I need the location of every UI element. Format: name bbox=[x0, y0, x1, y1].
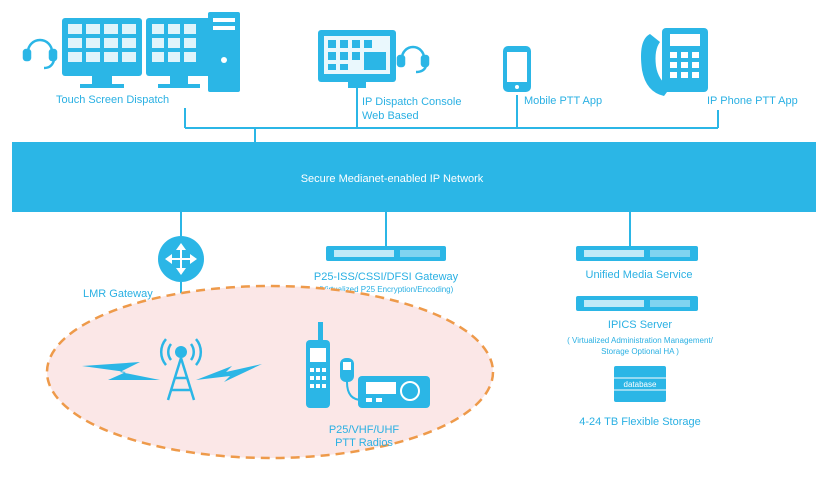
desktop-tower-icon bbox=[208, 12, 240, 92]
database-icon-label: database bbox=[624, 380, 657, 389]
unified-media-service-label: Unified Media Service bbox=[586, 269, 693, 281]
radio-zone: P25/VHF/UHF PTT Radios bbox=[45, 284, 495, 460]
p25-gateway-label: P25-ISS/CSSI/DFSI Gateway bbox=[314, 271, 459, 283]
mobile-radio-icon bbox=[340, 358, 430, 408]
ip-dispatch-console-label-1: IP Dispatch Console bbox=[362, 96, 461, 108]
mobile-ptt-app: Mobile PTT App bbox=[503, 46, 602, 107]
handheld-radio-icon bbox=[306, 322, 330, 408]
ptt-radios-label-2: PTT Radios bbox=[335, 437, 393, 449]
router-icon bbox=[158, 236, 204, 282]
flexible-storage: database 4-24 TB Flexible Storage bbox=[579, 366, 701, 428]
ip-phone-ptt-app-label: IP Phone PTT App bbox=[707, 95, 798, 107]
ip-network-label: Secure Medianet-enabled IP Network bbox=[301, 173, 484, 185]
lightning-icon bbox=[196, 364, 262, 382]
touch-screen-dispatch-label: Touch Screen Dispatch bbox=[56, 94, 169, 106]
server-rack-icon bbox=[576, 246, 698, 261]
ipics-server-label: IPICS Server bbox=[608, 319, 673, 331]
lmr-gateway: LMR Gateway bbox=[83, 236, 204, 300]
top-connectors bbox=[184, 88, 719, 142]
radio-zone-ellipse bbox=[45, 284, 495, 460]
monitor-icon bbox=[146, 18, 212, 88]
smartphone-icon bbox=[503, 46, 531, 92]
p25-gateway-sublabel: (Virtualized P25 Encryption/Encoding) bbox=[319, 285, 454, 294]
ip-network-band bbox=[12, 142, 816, 212]
ipics-server: IPICS Server ( Virtualized Administratio… bbox=[567, 296, 714, 356]
database-icon: database bbox=[614, 366, 666, 402]
ip-dispatch-console: IP Dispatch Console Web Based bbox=[318, 30, 461, 122]
desk-phone-icon bbox=[641, 28, 708, 96]
unified-media-service: Unified Media Service bbox=[576, 246, 698, 281]
p25-gateway: P25-ISS/CSSI/DFSI Gateway (Virtualized P… bbox=[314, 246, 459, 294]
lightning-icon bbox=[82, 362, 160, 380]
lmr-gateway-label: LMR Gateway bbox=[83, 288, 153, 300]
monitor-icon bbox=[62, 18, 142, 88]
ipics-server-sublabel-1: ( Virtualized Administration Management/ bbox=[567, 336, 713, 345]
ip-phone-ptt-app: IP Phone PTT App bbox=[641, 28, 798, 107]
ptt-radios-label-1: P25/VHF/UHF bbox=[329, 424, 400, 436]
headset-icon bbox=[22, 38, 58, 70]
server-rack-icon bbox=[326, 246, 446, 261]
monitor-icon bbox=[318, 30, 396, 88]
ipics-server-sublabel-2: Storage Optional HA ) bbox=[601, 347, 679, 356]
touch-screen-dispatch: Touch Screen Dispatch bbox=[22, 12, 240, 106]
flexible-storage-label: 4-24 TB Flexible Storage bbox=[579, 416, 700, 428]
server-rack-icon bbox=[576, 296, 698, 311]
mobile-ptt-app-label: Mobile PTT App bbox=[524, 95, 602, 107]
headset-icon bbox=[396, 45, 430, 74]
ip-dispatch-console-label-2: Web Based bbox=[362, 110, 419, 122]
radio-tower-icon bbox=[159, 338, 203, 401]
